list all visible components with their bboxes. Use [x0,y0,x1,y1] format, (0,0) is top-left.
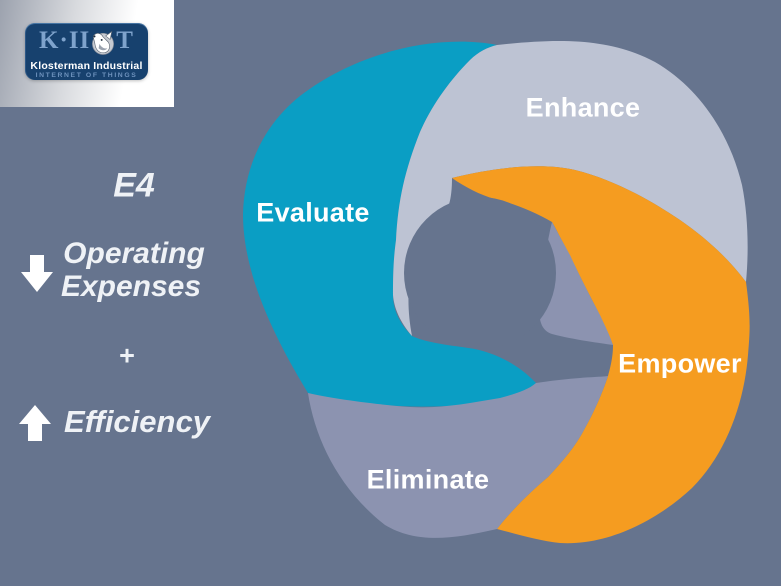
logo-panel: K·II T Klosterman Industrial INTERNET OF… [0,0,174,107]
segment-label-empower: Empower [618,348,742,379]
segment-eliminate-shape [308,222,613,538]
decrease-arrow-icon [21,255,53,292]
brand-wordmark: K·II T [25,26,148,56]
segment-label-evaluate: Evaluate [256,197,370,228]
logo-box: K·II T Klosterman Industrial INTERNET OF… [25,23,148,80]
brand-right: T [116,27,134,54]
diagram-center-hole [404,197,556,349]
text-expenses: Expenses [60,270,202,303]
brand-left: K·II [39,27,91,54]
segment-enhance-shape [393,40,748,337]
segment-label-eliminate: Eliminate [366,464,490,495]
segment-empower-shape [452,166,750,544]
segment-label-enhance: Enhance [525,92,641,123]
wolf-mascot-icon [88,27,118,59]
text-operating: Operating [63,237,205,270]
text-plus: + [119,340,135,371]
title-e4: E4 [113,166,155,205]
increase-arrow-icon [19,405,51,441]
logo-company-name: Klosterman Industrial [30,60,143,72]
logo-tagline: INTERNET OF THINGS [35,72,138,79]
segment-evaluate-shape [243,41,536,407]
text-efficiency: Efficiency [64,404,210,439]
